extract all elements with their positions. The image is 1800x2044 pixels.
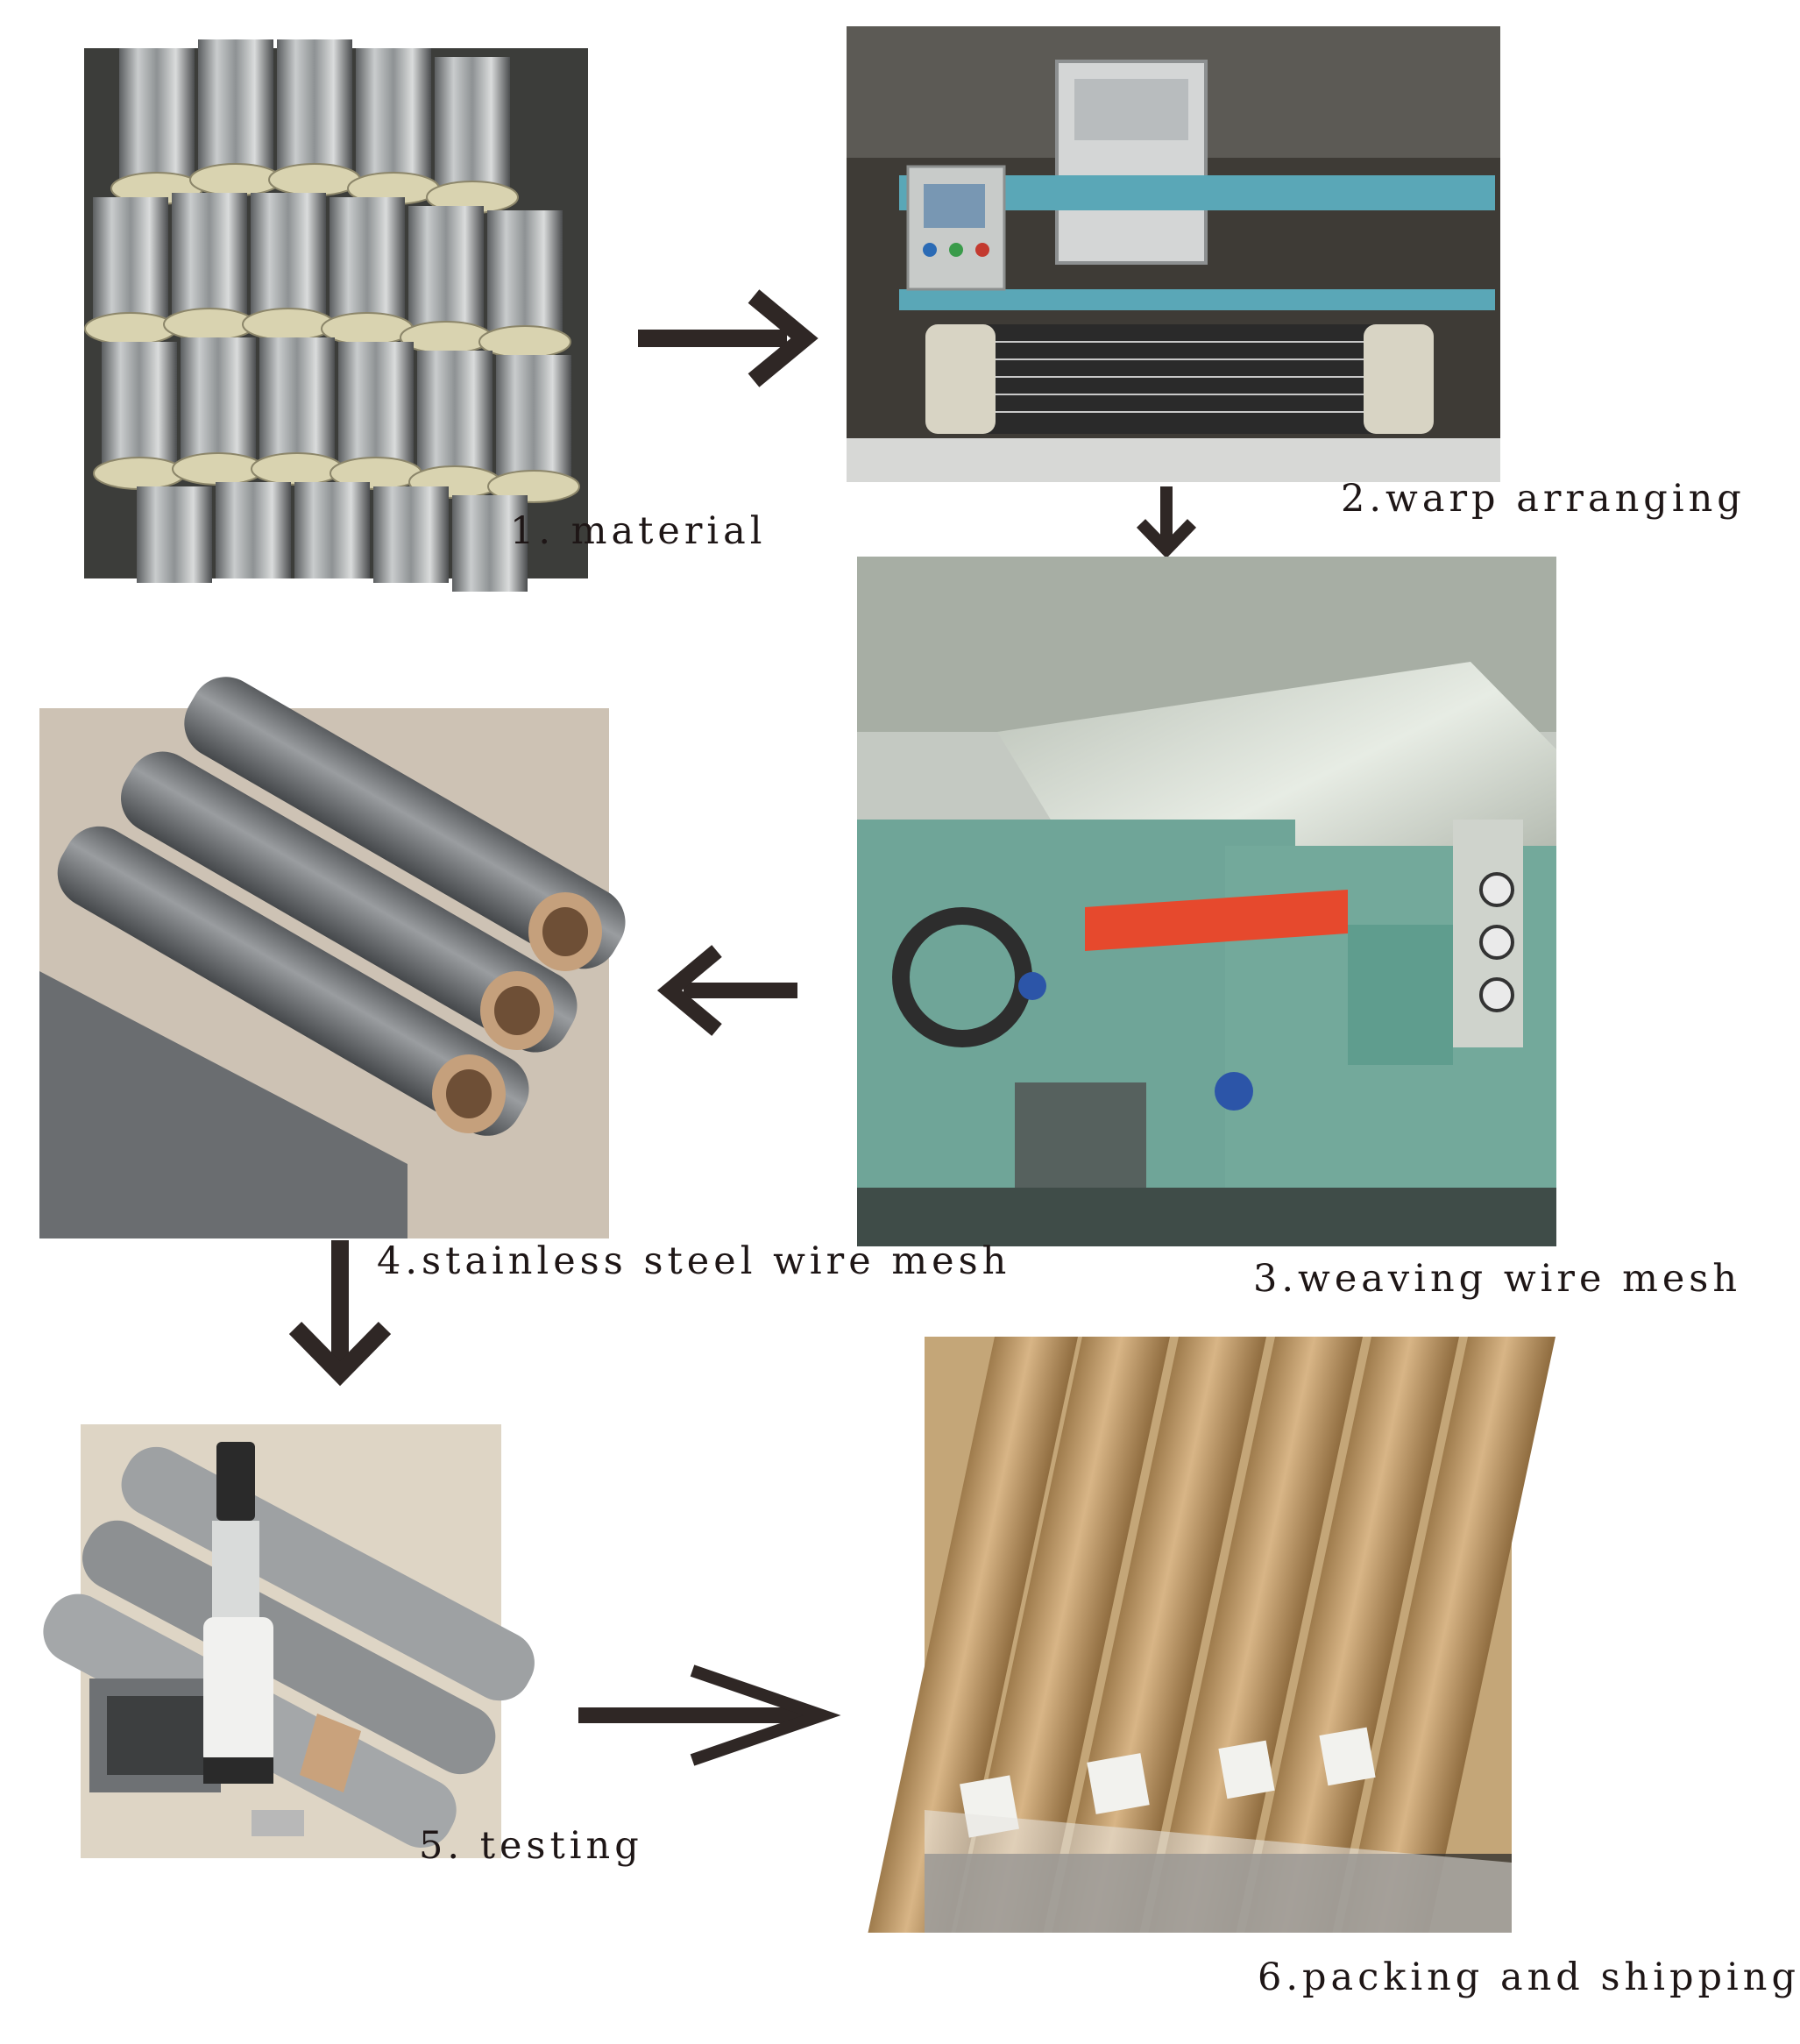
step-4-label: 4.stainless steel wire mesh	[377, 1239, 1011, 1283]
step-6-label: 6.packing and shipping	[1258, 1955, 1800, 1999]
arrow-right-icon	[638, 289, 819, 387]
arrow-down-icon	[1136, 486, 1197, 559]
arrow-right-icon	[578, 1664, 841, 1766]
step-3-label: 3.weaving wire mesh	[1253, 1257, 1742, 1301]
step-2-label: 2.warp arranging	[1341, 477, 1746, 521]
photo-packing-rolls	[868, 1337, 1556, 1933]
photo-testing-magnifier	[43, 1424, 535, 1858]
photo-warp-arranging	[847, 26, 1500, 482]
arrow-left-icon	[656, 942, 797, 1039]
photo-material-spools	[84, 39, 588, 592]
step-5-label: 5. testing	[419, 1824, 643, 1868]
photo-weaving-loom	[857, 557, 1556, 1246]
step-1-label: 1. material	[510, 509, 767, 553]
photo-wire-mesh-rolls	[39, 677, 626, 1238]
arrow-down-icon	[285, 1240, 394, 1387]
process-flow-diagram: 1. material	[39, 26, 1796, 1997]
